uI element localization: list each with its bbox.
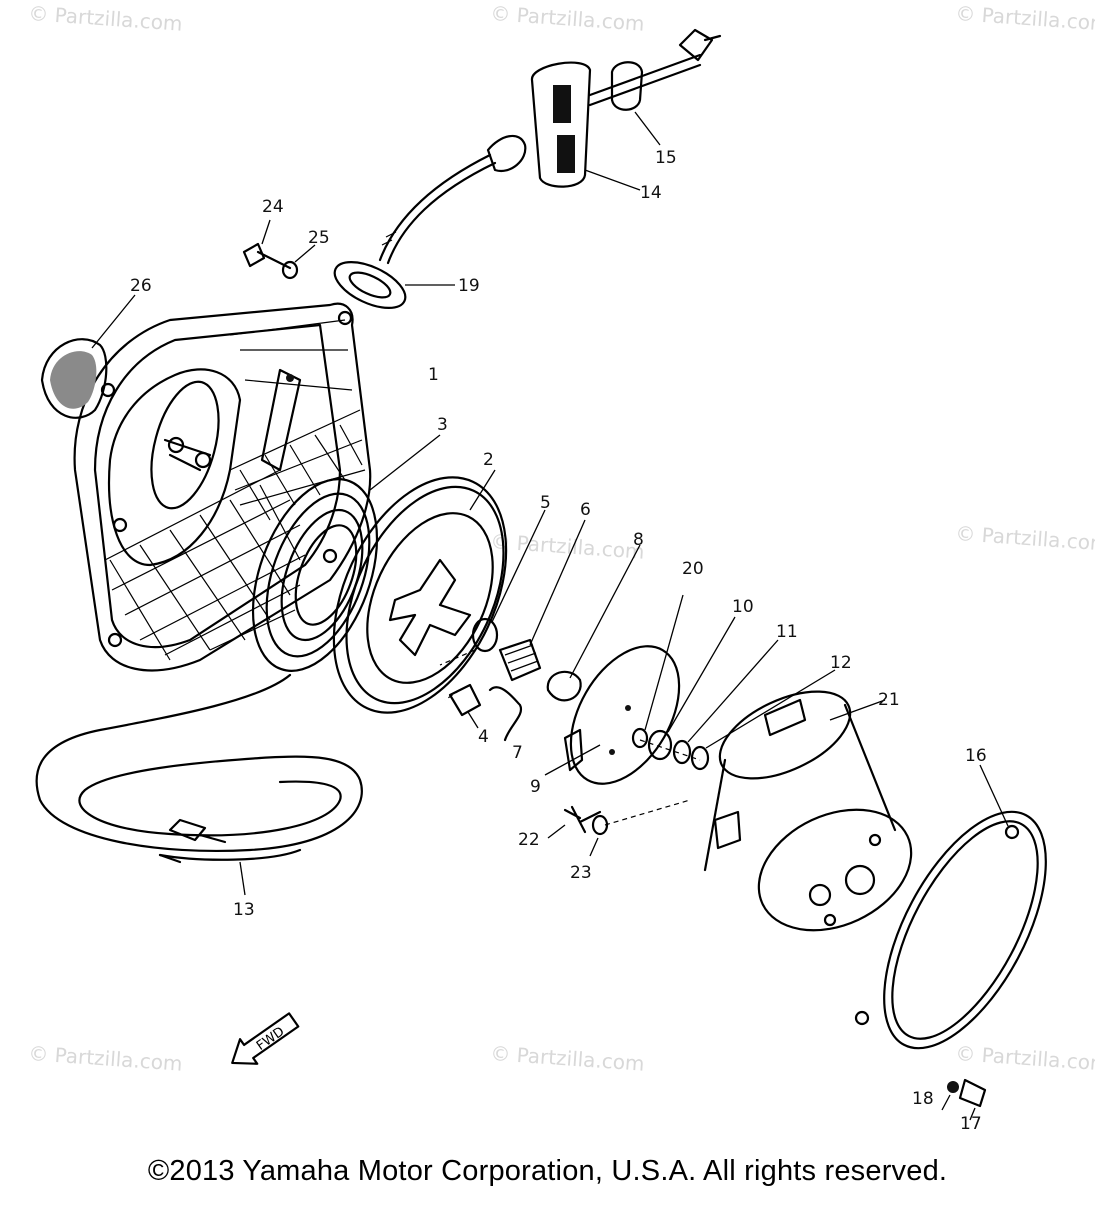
washers-nut (631, 594, 836, 771)
forward-arrow: FWD (231, 1012, 300, 1065)
callout-10: 10 (732, 597, 754, 617)
callout-3: 3 (437, 415, 448, 435)
watermark: © Partzilla.com (490, 1, 646, 36)
starter-handle-assembly (333, 28, 722, 309)
callout-23: 23 (570, 863, 592, 883)
callout-5: 5 (540, 493, 551, 513)
watermark: © Partzilla.com (28, 1, 184, 36)
pulley-guard-ring (854, 764, 1047, 1050)
callout-2: 2 (483, 450, 494, 470)
starter-rope (35, 673, 363, 896)
decal-cap (40, 294, 136, 419)
watermark: © Partzilla.com (28, 1041, 184, 1076)
callout-24: 24 (262, 197, 284, 217)
callout-4: 4 (478, 727, 489, 747)
callout-8: 8 (633, 530, 644, 550)
watermark: © Partzilla.com (955, 521, 1095, 556)
fasteners (242, 219, 987, 1121)
callout-21: 21 (878, 690, 900, 710)
friction-plate (544, 645, 681, 785)
callout-22: 22 (518, 830, 540, 850)
rope-reel (332, 469, 508, 714)
callout-7: 7 (512, 743, 523, 763)
recoil-housing (73, 302, 372, 672)
callout-16: 16 (965, 746, 987, 766)
callout-26: 26 (130, 276, 152, 296)
callout-17: 17 (960, 1114, 982, 1134)
watermark: © Partzilla.com (490, 1041, 646, 1076)
callout-13: 13 (233, 900, 255, 920)
callout-9: 9 (530, 777, 541, 797)
callout-15: 15 (655, 148, 677, 168)
callout-25: 25 (308, 228, 330, 248)
callout-labels: 1 2 3 4 5 6 7 8 9 10 11 12 13 14 15 16 1… (130, 148, 987, 1134)
watermark: © Partzilla.com (955, 1041, 1095, 1076)
recoil-spring (251, 434, 441, 672)
watermark: © Partzilla.com (955, 1, 1095, 36)
ratchet-small-parts (439, 509, 641, 742)
callout-6: 6 (580, 500, 591, 520)
copyright-notice: ©2013 Yamaha Motor Corporation, U.S.A. A… (147, 1155, 948, 1187)
callout-14: 14 (640, 183, 662, 203)
callout-11: 11 (776, 622, 798, 642)
starter-pulley (703, 690, 913, 932)
callout-1: 1 (428, 365, 439, 385)
callout-19: 19 (458, 276, 480, 296)
callout-18: 18 (912, 1089, 934, 1109)
callout-12: 12 (830, 653, 852, 673)
callout-20: 20 (682, 559, 704, 579)
fwd-label: FWD (254, 1024, 287, 1054)
